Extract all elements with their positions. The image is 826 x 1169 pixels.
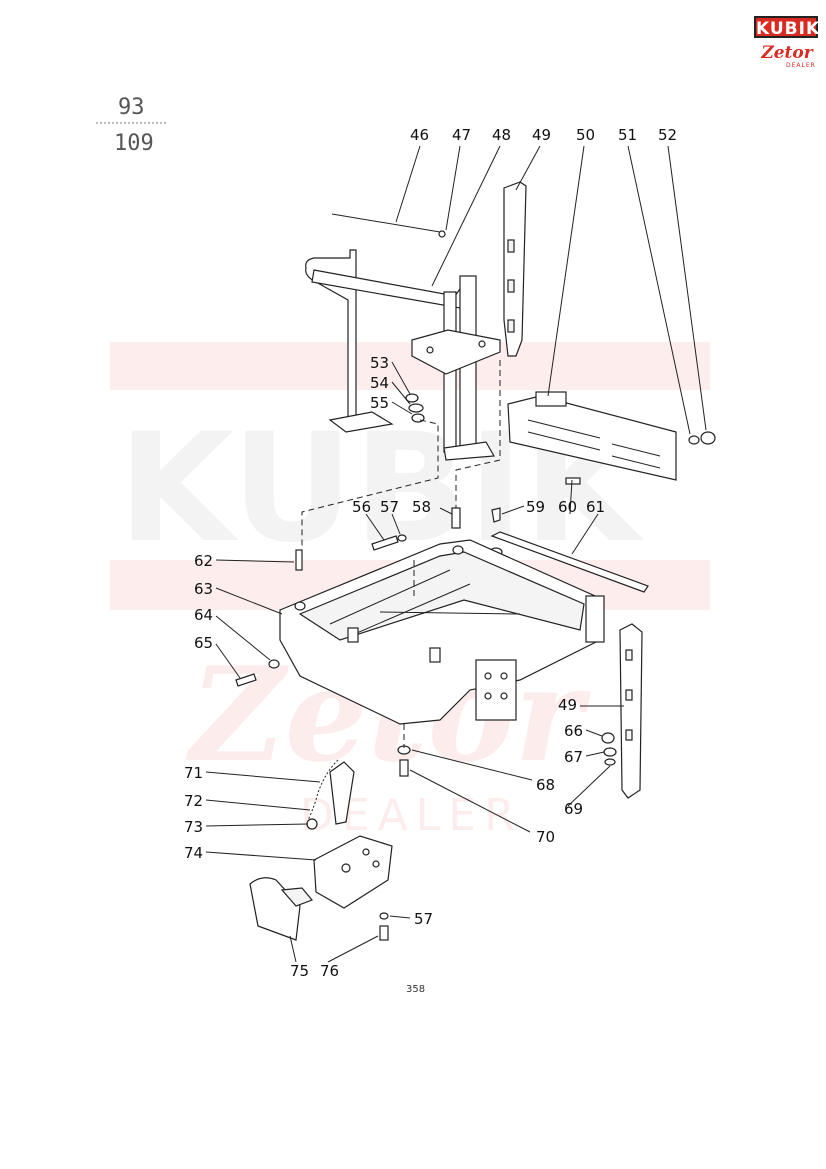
label-49-lower: 49 bbox=[558, 696, 577, 714]
part-70-bolt bbox=[399, 759, 409, 777]
label-70: 70 bbox=[536, 828, 555, 846]
brand-logo: KUBIK Zetor DEALER bbox=[754, 14, 819, 76]
logo-zetor: Zetor bbox=[761, 43, 813, 63]
part-54 bbox=[408, 403, 424, 413]
part-75-cover bbox=[249, 877, 314, 941]
part-66-nut bbox=[601, 732, 615, 744]
part-61-strap bbox=[490, 531, 649, 593]
label-61: 61 bbox=[586, 498, 605, 516]
logo-kubik: KUBIK bbox=[754, 16, 819, 39]
part-69-washer bbox=[604, 758, 616, 766]
part-49-bracket bbox=[503, 181, 527, 357]
label-65: 65 bbox=[194, 634, 213, 652]
part-60-pin bbox=[565, 477, 581, 485]
page-number: 358 bbox=[406, 984, 425, 995]
part-57b-washer bbox=[379, 912, 389, 920]
group-number: 93 bbox=[118, 95, 145, 120]
part-71-pin-chain bbox=[306, 759, 355, 830]
label-75: 75 bbox=[290, 962, 309, 980]
part-labels: 46 47 48 49 50 51 52 53 54 55 56 57 58 5… bbox=[184, 126, 677, 980]
label-57-lower: 57 bbox=[414, 910, 433, 928]
part-76-bolt bbox=[379, 925, 389, 941]
label-64: 64 bbox=[194, 606, 213, 624]
label-47: 47 bbox=[452, 126, 471, 144]
part-49-lower-bracket bbox=[619, 623, 643, 799]
part-62-stud bbox=[295, 549, 303, 571]
label-58: 58 bbox=[412, 498, 431, 516]
label-56: 56 bbox=[352, 498, 371, 516]
part-51-washer bbox=[688, 435, 700, 445]
label-54: 54 bbox=[370, 374, 389, 392]
part-74-hitch-plate bbox=[313, 835, 393, 909]
label-69: 69 bbox=[564, 800, 583, 818]
part-46-rod bbox=[331, 213, 441, 233]
label-55: 55 bbox=[370, 394, 389, 412]
label-48: 48 bbox=[492, 126, 511, 144]
label-74: 74 bbox=[184, 844, 203, 862]
label-68: 68 bbox=[536, 776, 555, 794]
label-76: 76 bbox=[320, 962, 339, 980]
label-60: 60 bbox=[558, 498, 577, 516]
part-48-handrail bbox=[305, 249, 501, 461]
label-67: 67 bbox=[564, 748, 583, 766]
logo-dealer: DEALER bbox=[786, 62, 816, 69]
part-50-plate bbox=[507, 391, 677, 481]
label-50: 50 bbox=[576, 126, 595, 144]
label-57: 57 bbox=[380, 498, 399, 516]
assembly-lines bbox=[301, 360, 501, 748]
label-71: 71 bbox=[184, 764, 203, 782]
label-63: 63 bbox=[194, 580, 213, 598]
label-52: 52 bbox=[658, 126, 677, 144]
part-65-bolt bbox=[235, 673, 257, 687]
sheet-number: 109 bbox=[114, 131, 154, 156]
page-header: 93 109 bbox=[96, 95, 166, 156]
part-67-washer bbox=[603, 747, 617, 757]
part-59-bolt bbox=[491, 507, 501, 523]
watermark-band-top bbox=[110, 342, 710, 390]
label-59: 59 bbox=[526, 498, 545, 516]
label-46: 46 bbox=[410, 126, 429, 144]
label-66: 66 bbox=[564, 722, 583, 740]
part-52-nut bbox=[700, 431, 716, 445]
part-53 bbox=[405, 393, 419, 403]
leader-lines bbox=[205, 145, 707, 963]
part-57-washer bbox=[397, 534, 407, 542]
part-56-bolt bbox=[371, 535, 399, 551]
label-72: 72 bbox=[184, 792, 203, 810]
label-73: 73 bbox=[184, 818, 203, 836]
part-58-stud bbox=[451, 507, 461, 529]
part-47-clip bbox=[438, 230, 446, 238]
label-51: 51 bbox=[618, 126, 637, 144]
part-64-washer bbox=[268, 659, 280, 669]
label-62: 62 bbox=[194, 552, 213, 570]
label-49: 49 bbox=[532, 126, 551, 144]
part-63-main-frame bbox=[279, 539, 605, 725]
label-53: 53 bbox=[370, 354, 389, 372]
